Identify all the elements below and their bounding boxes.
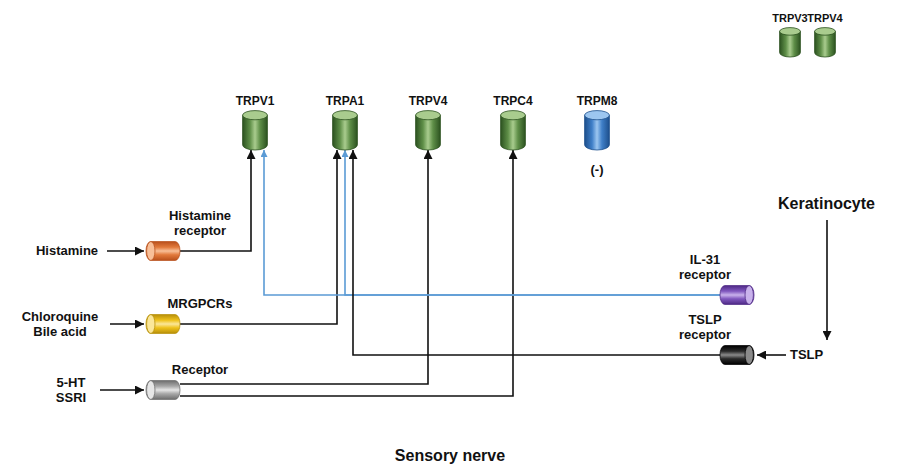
cylinder-body <box>146 242 180 261</box>
channel-cylinder <box>584 110 610 150</box>
receptor-cylinder <box>146 380 180 400</box>
stimulus-label: Histamine <box>30 243 104 258</box>
cell-label: Keratinocyte <box>748 194 905 213</box>
cylinder-top <box>416 111 441 120</box>
cylinder-body <box>333 115 358 150</box>
cylinder-top <box>333 111 358 120</box>
receptor-label: IL-31 receptor <box>672 252 738 282</box>
ion-channel: TRPM8 (-) <box>562 94 632 177</box>
cylinder-face <box>147 381 155 400</box>
stimulus-arrow <box>107 250 144 252</box>
signal-connector <box>180 150 513 396</box>
secretion-arrow <box>826 220 828 340</box>
ion-channel: TRPC4 <box>478 94 548 150</box>
channel-cylinder <box>415 110 441 150</box>
cell-body <box>155 140 745 437</box>
channel-cylinder <box>500 110 526 150</box>
cylinder-body <box>720 286 754 305</box>
cylinder-body <box>585 115 610 150</box>
receptor-cylinder <box>720 345 754 365</box>
stimulus-label: Chloroquine Bile acid <box>16 309 104 339</box>
channel-cylinder <box>779 27 801 57</box>
receptor-cylinder <box>720 285 754 305</box>
receptor: TSLP receptor <box>640 312 754 365</box>
effect-note: (-) <box>591 162 604 177</box>
cylinder-face <box>745 286 753 305</box>
channel-label: TRPV1 <box>236 94 275 108</box>
channel-cylinder <box>242 110 268 150</box>
receptor: Histamine receptor <box>146 208 246 261</box>
channel-label: TRPC4 <box>493 94 532 108</box>
stimulus-label: TSLP <box>790 347 832 362</box>
cylinder-face <box>147 242 155 261</box>
channel-cylinder <box>332 110 358 150</box>
cylinder-body <box>146 381 180 400</box>
receptor-cylinder <box>146 241 180 261</box>
ion-channel: TRPV1 <box>220 94 290 150</box>
cell-body <box>748 45 905 185</box>
signal-connector <box>345 150 720 295</box>
receptor: MRGPCRs <box>146 296 246 334</box>
channel-label: TRPA1 <box>326 94 364 108</box>
channel-label: TRPV4 <box>409 94 448 108</box>
cylinder-face <box>745 346 753 365</box>
ion-channel: TRPA1 <box>310 94 380 150</box>
cylinder-body <box>416 115 441 150</box>
channel-label: TRPM8 <box>577 94 618 108</box>
channel-label: TRPV3 <box>772 12 807 25</box>
cylinder-top <box>501 111 526 120</box>
receptor-label: TSLP receptor <box>672 312 738 342</box>
stimulus-label: 5-HT SSRI <box>46 375 96 405</box>
cylinder-body <box>720 346 754 365</box>
cell-label: Sensory nerve <box>155 446 745 465</box>
stimulus-arrow <box>757 354 786 356</box>
channel-label: TRPV4 <box>807 12 842 25</box>
receptor: Receptor <box>146 362 246 400</box>
cylinder-body <box>501 115 526 150</box>
stimulus-arrow <box>110 323 144 325</box>
cylinder-face <box>147 315 155 334</box>
cylinder-top <box>585 111 610 120</box>
cylinder-top <box>243 111 268 120</box>
stimulus-arrow <box>100 389 144 391</box>
receptor-label: Receptor <box>162 362 238 377</box>
cylinder-body <box>146 315 180 334</box>
channel-cylinder <box>814 27 836 57</box>
signal-connector <box>353 150 720 355</box>
cylinder-top <box>780 28 801 36</box>
receptor-cylinder <box>146 314 180 334</box>
ion-channel: TRPV4 <box>393 94 463 150</box>
receptor-label: MRGPCRs <box>162 296 238 311</box>
receptor: IL-31 receptor <box>640 252 754 305</box>
signal-connector <box>264 150 720 295</box>
keratinocyte-cell: KeratinocyteTRPV3TRPV4 <box>748 45 905 185</box>
receptor-label: Histamine receptor <box>162 208 238 238</box>
cylinder-body <box>243 115 268 150</box>
signal-connector <box>180 150 428 384</box>
sensory-nerve: Sensory nerveTRPV1TRPA1TRPV4TRPC4TRPM8(-… <box>155 140 745 437</box>
cylinder-top <box>815 28 836 36</box>
